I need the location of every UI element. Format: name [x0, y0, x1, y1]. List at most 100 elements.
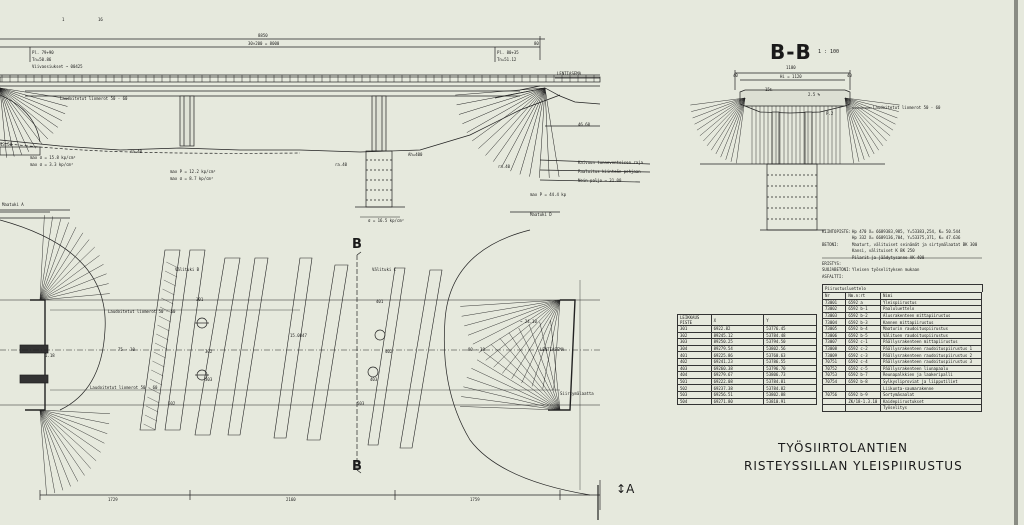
note-key: ERISTYS:: [822, 260, 842, 266]
table-cell: 503: [677, 390, 712, 399]
table-cell: 70754: [821, 377, 847, 386]
dim-b1: 1729: [108, 497, 118, 502]
level-left: 43.50: [0, 142, 13, 147]
note-value: Hp 332 X= 6689136,704, Y=53375,371, K= 4…: [852, 235, 961, 241]
pt-403: 403: [370, 377, 378, 382]
note-key: SUOJABETONI:: [822, 267, 851, 273]
section-slope: 2.5 %: [808, 92, 821, 97]
dim-b2: 2160: [286, 497, 296, 502]
table-cell: 69237.38: [710, 384, 765, 392]
table-cell: 6592 b-3: [845, 318, 881, 326]
left-note-2: max σ = 3.3 kp/cm²: [30, 162, 74, 167]
table-cell: 501: [677, 377, 712, 386]
table-cell: Päällysrakenteen raudoituspiirustus 1: [879, 344, 983, 353]
table-cell: Päällysrakenteen raudoituspiirustus 2: [879, 351, 983, 359]
title-line-2: RISTEYSSILLAN YLEISPIIRUSTUS: [744, 459, 963, 473]
note-row: ASFALTTI:: [822, 274, 1012, 280]
section-dim-l: 40: [733, 73, 738, 78]
table-cell: 53794.50: [763, 338, 817, 346]
table-cell: 73004: [821, 318, 847, 326]
table-cell: 404: [677, 371, 712, 379]
table-cell: [821, 384, 847, 392]
note-key: BETONI:: [822, 241, 839, 247]
table-cell: 73002: [821, 305, 847, 313]
maatuki-d: Maatuki D: [530, 212, 552, 217]
table-cell: ZK/18-1.3.10: [845, 397, 881, 406]
table-header-cell: LEIKKAUS PISTE: [677, 314, 712, 326]
table-cell: 70756: [821, 390, 847, 399]
table-cell: 53786.55: [763, 357, 817, 366]
table-cell: 6592 c-5: [845, 364, 881, 373]
table-cell: 89245.12: [710, 331, 765, 340]
table-cell: 6922.82: [710, 325, 765, 333]
note-row: Pilarit ja jäädytysanne AK 400: [822, 255, 1012, 261]
pt-502: 502: [168, 401, 176, 406]
table-cell: 69256.51: [710, 390, 765, 399]
table-cell: Reunapalkkien ja laakeripalli: [879, 371, 983, 379]
pl-right-tn: Tn=51.12: [497, 57, 517, 62]
table-row: Työselitys: [821, 404, 983, 412]
table-cell: Välituen raudoituspiirustus: [879, 331, 983, 340]
right-note-3: Noin paljo ~ 31.00: [578, 178, 622, 183]
table-cell: 89279.54: [710, 344, 765, 353]
mid-note-1: max P = 12.2 kp/cm²: [170, 169, 216, 174]
table-cell: 53802.56: [763, 344, 817, 353]
section-a-marker: ↕A: [616, 482, 635, 496]
lauda-l1: Laudoitetut liomerot 50 - 60: [108, 309, 176, 314]
table-cell: 53784.82: [763, 384, 817, 392]
right-load: max P = 44.4 kp: [530, 192, 567, 197]
table-header-cell: Nimi: [879, 292, 983, 300]
table-header-cell: Nm.n:rt: [845, 292, 881, 300]
table-cell: 502: [677, 384, 712, 392]
note-value: Pilarit ja jäädytysanne AK 400: [852, 254, 925, 260]
table-cell: [845, 384, 881, 392]
table-cell: 6592 a: [845, 298, 881, 307]
table-cell: 69241.23: [710, 357, 765, 366]
table-cell: 302: [677, 331, 712, 340]
mid-note-2: max σ = 8.7 kp/cm²: [170, 176, 214, 181]
table-cell: Yleispiirustus: [879, 298, 983, 307]
table-cell: 70752: [821, 364, 847, 373]
table-cell: 6592 b-2: [845, 311, 881, 320]
table-cell: 301: [677, 325, 712, 333]
left-note-1: max σ = 15.8 kp/cm²: [30, 155, 76, 160]
table-cell: Maaturin raudoituspiirustus: [879, 324, 983, 333]
table-row: Liikunta-saumarakenne: [821, 384, 983, 392]
dim-2410: ~ 24.10: [520, 319, 537, 324]
dim-total: 8850: [258, 33, 268, 38]
dim-1118: 1.18: [45, 353, 55, 358]
title-line-1: TYÖSIIRTOLANTIEN: [778, 441, 908, 455]
note-value: Kansi, välituiset K BK 250: [852, 248, 915, 254]
note-row: KIINTOPISTE:Hp 470 X= 6689383,985, Y=533…: [822, 229, 1012, 235]
siirtyma-label: Siirtymälaatta: [560, 391, 594, 396]
drawing-list-title: Piirustusluettelo: [822, 284, 983, 292]
note-key: ASFALTTI:: [822, 273, 844, 279]
table-cell: 89250.25: [710, 338, 765, 346]
section-dim-r: 40: [847, 73, 852, 78]
dim-1587: 15.0847: [290, 333, 307, 338]
table-cell: 6592 b-5: [845, 331, 881, 340]
small-b: ra.40: [498, 164, 511, 169]
table-cell: 53776.45: [763, 325, 817, 333]
table-cell: 53784.48: [763, 331, 817, 340]
page-small: 16: [98, 17, 103, 22]
valituki-b: Välituki B: [175, 267, 200, 272]
